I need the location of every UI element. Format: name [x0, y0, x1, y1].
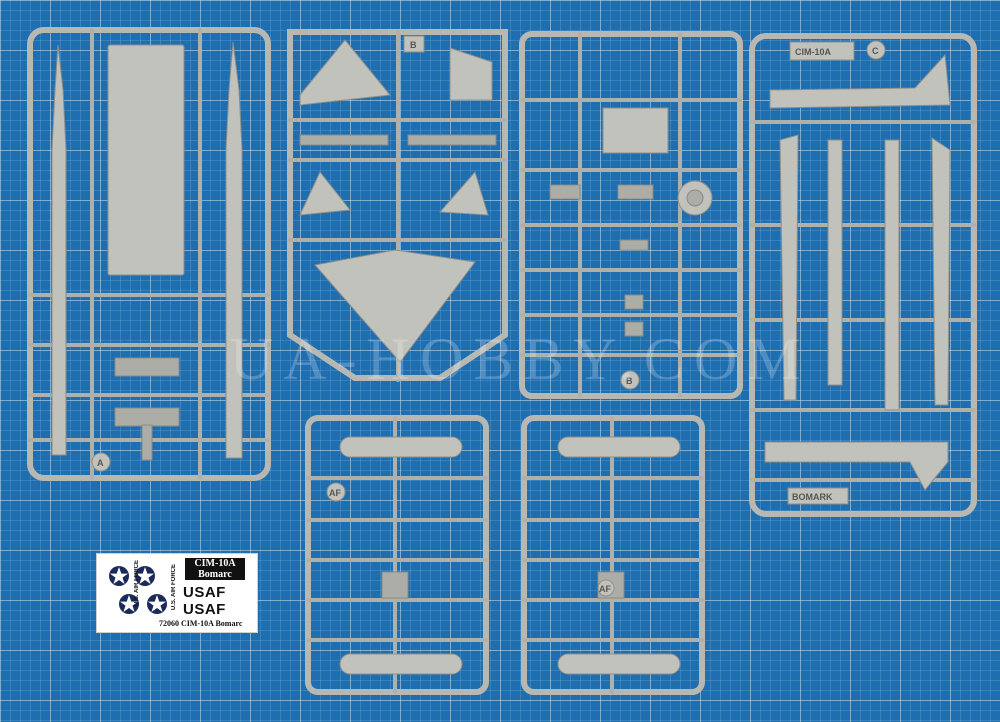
launcher-beam	[827, 139, 843, 386]
strut-part	[407, 134, 497, 146]
sprue-af-letter: AF	[329, 488, 341, 498]
launcher-beam	[884, 139, 900, 411]
sprue-c-bottom-label: BOMARK	[792, 492, 833, 502]
launcher-beam	[779, 134, 799, 401]
decal-vertical-text: U.S. AIR FORCE	[134, 560, 140, 607]
sprue-c-launcher: CIM-10A C BOMARK	[749, 33, 977, 517]
ramjet-engine	[557, 436, 681, 458]
sprue-a: A	[27, 27, 271, 481]
missile-fuselage-half-right	[225, 41, 243, 459]
small-part	[617, 184, 654, 200]
launcher-base	[764, 441, 949, 491]
ramjet-engine	[557, 653, 681, 675]
star-roundel-icon	[119, 594, 139, 614]
sprue-c-tag	[866, 40, 886, 60]
decal-sheet: U.S. AIR FORCE U.S. AIR FORCE CIM-10A Bo…	[96, 553, 258, 633]
usaf-decal: USAF	[183, 601, 226, 618]
sprue-af-right: AF	[521, 415, 705, 695]
small-part	[114, 407, 180, 427]
sprue-af2-letter: AF	[599, 584, 611, 594]
sprue-a-tag	[91, 452, 111, 472]
missile-fuselage-half-left	[51, 44, 67, 456]
sprue-af2-tag	[597, 579, 615, 597]
star-roundel-icon	[135, 566, 155, 586]
tail-fin-left	[299, 39, 391, 106]
sprue-c-bottom-label-box	[787, 487, 849, 505]
sprue-a-letter: A	[97, 458, 104, 468]
tail-fin-right	[449, 47, 493, 101]
roundel-decals	[109, 566, 167, 614]
sprue-b-small-parts: B	[519, 31, 743, 399]
decal-title: CIM-10A Bomarc	[185, 558, 245, 580]
small-part	[141, 424, 153, 461]
small-part	[619, 239, 649, 251]
fin-part	[438, 170, 489, 216]
small-part	[624, 294, 644, 310]
sprue-af-left: AF	[305, 415, 489, 695]
sprue-c-label-box	[789, 41, 855, 61]
sprue-b-letter: B	[410, 40, 417, 50]
small-part	[381, 571, 409, 599]
sprue-af-tag	[326, 482, 346, 502]
delta-wing	[314, 249, 476, 363]
bracket-part	[602, 107, 669, 154]
sprue-c-label: CIM-10A	[795, 47, 832, 57]
strut-part	[299, 134, 389, 146]
small-part	[549, 184, 581, 200]
launcher-beam	[931, 137, 951, 406]
sprue-b2-letter: B	[626, 376, 633, 386]
decal-title-line1: CIM-10A	[194, 558, 236, 569]
sprue-c-letter: C	[872, 46, 879, 56]
decal-vertical-text: U.S. AIR FORCE	[171, 564, 177, 611]
usaf-decal: USAF	[183, 584, 226, 601]
sprue-b-wings: B	[287, 29, 508, 382]
engine-ring-hole	[686, 189, 704, 207]
sprue-b2-tag	[620, 370, 640, 390]
launcher-rail	[769, 53, 951, 109]
small-part	[114, 357, 180, 377]
star-roundel-icon	[109, 566, 129, 586]
decal-footer: 72060 CIM-10A Bomarc	[159, 619, 243, 628]
fin-part	[299, 171, 351, 216]
decal-title-line2: Bomarc	[198, 569, 232, 580]
sprue-b-tag	[403, 35, 425, 53]
star-roundel-icon	[147, 594, 167, 614]
ramjet-engine	[339, 653, 463, 675]
ramjet-engine	[339, 436, 463, 458]
wing-panel	[107, 44, 185, 276]
small-part	[624, 321, 644, 337]
